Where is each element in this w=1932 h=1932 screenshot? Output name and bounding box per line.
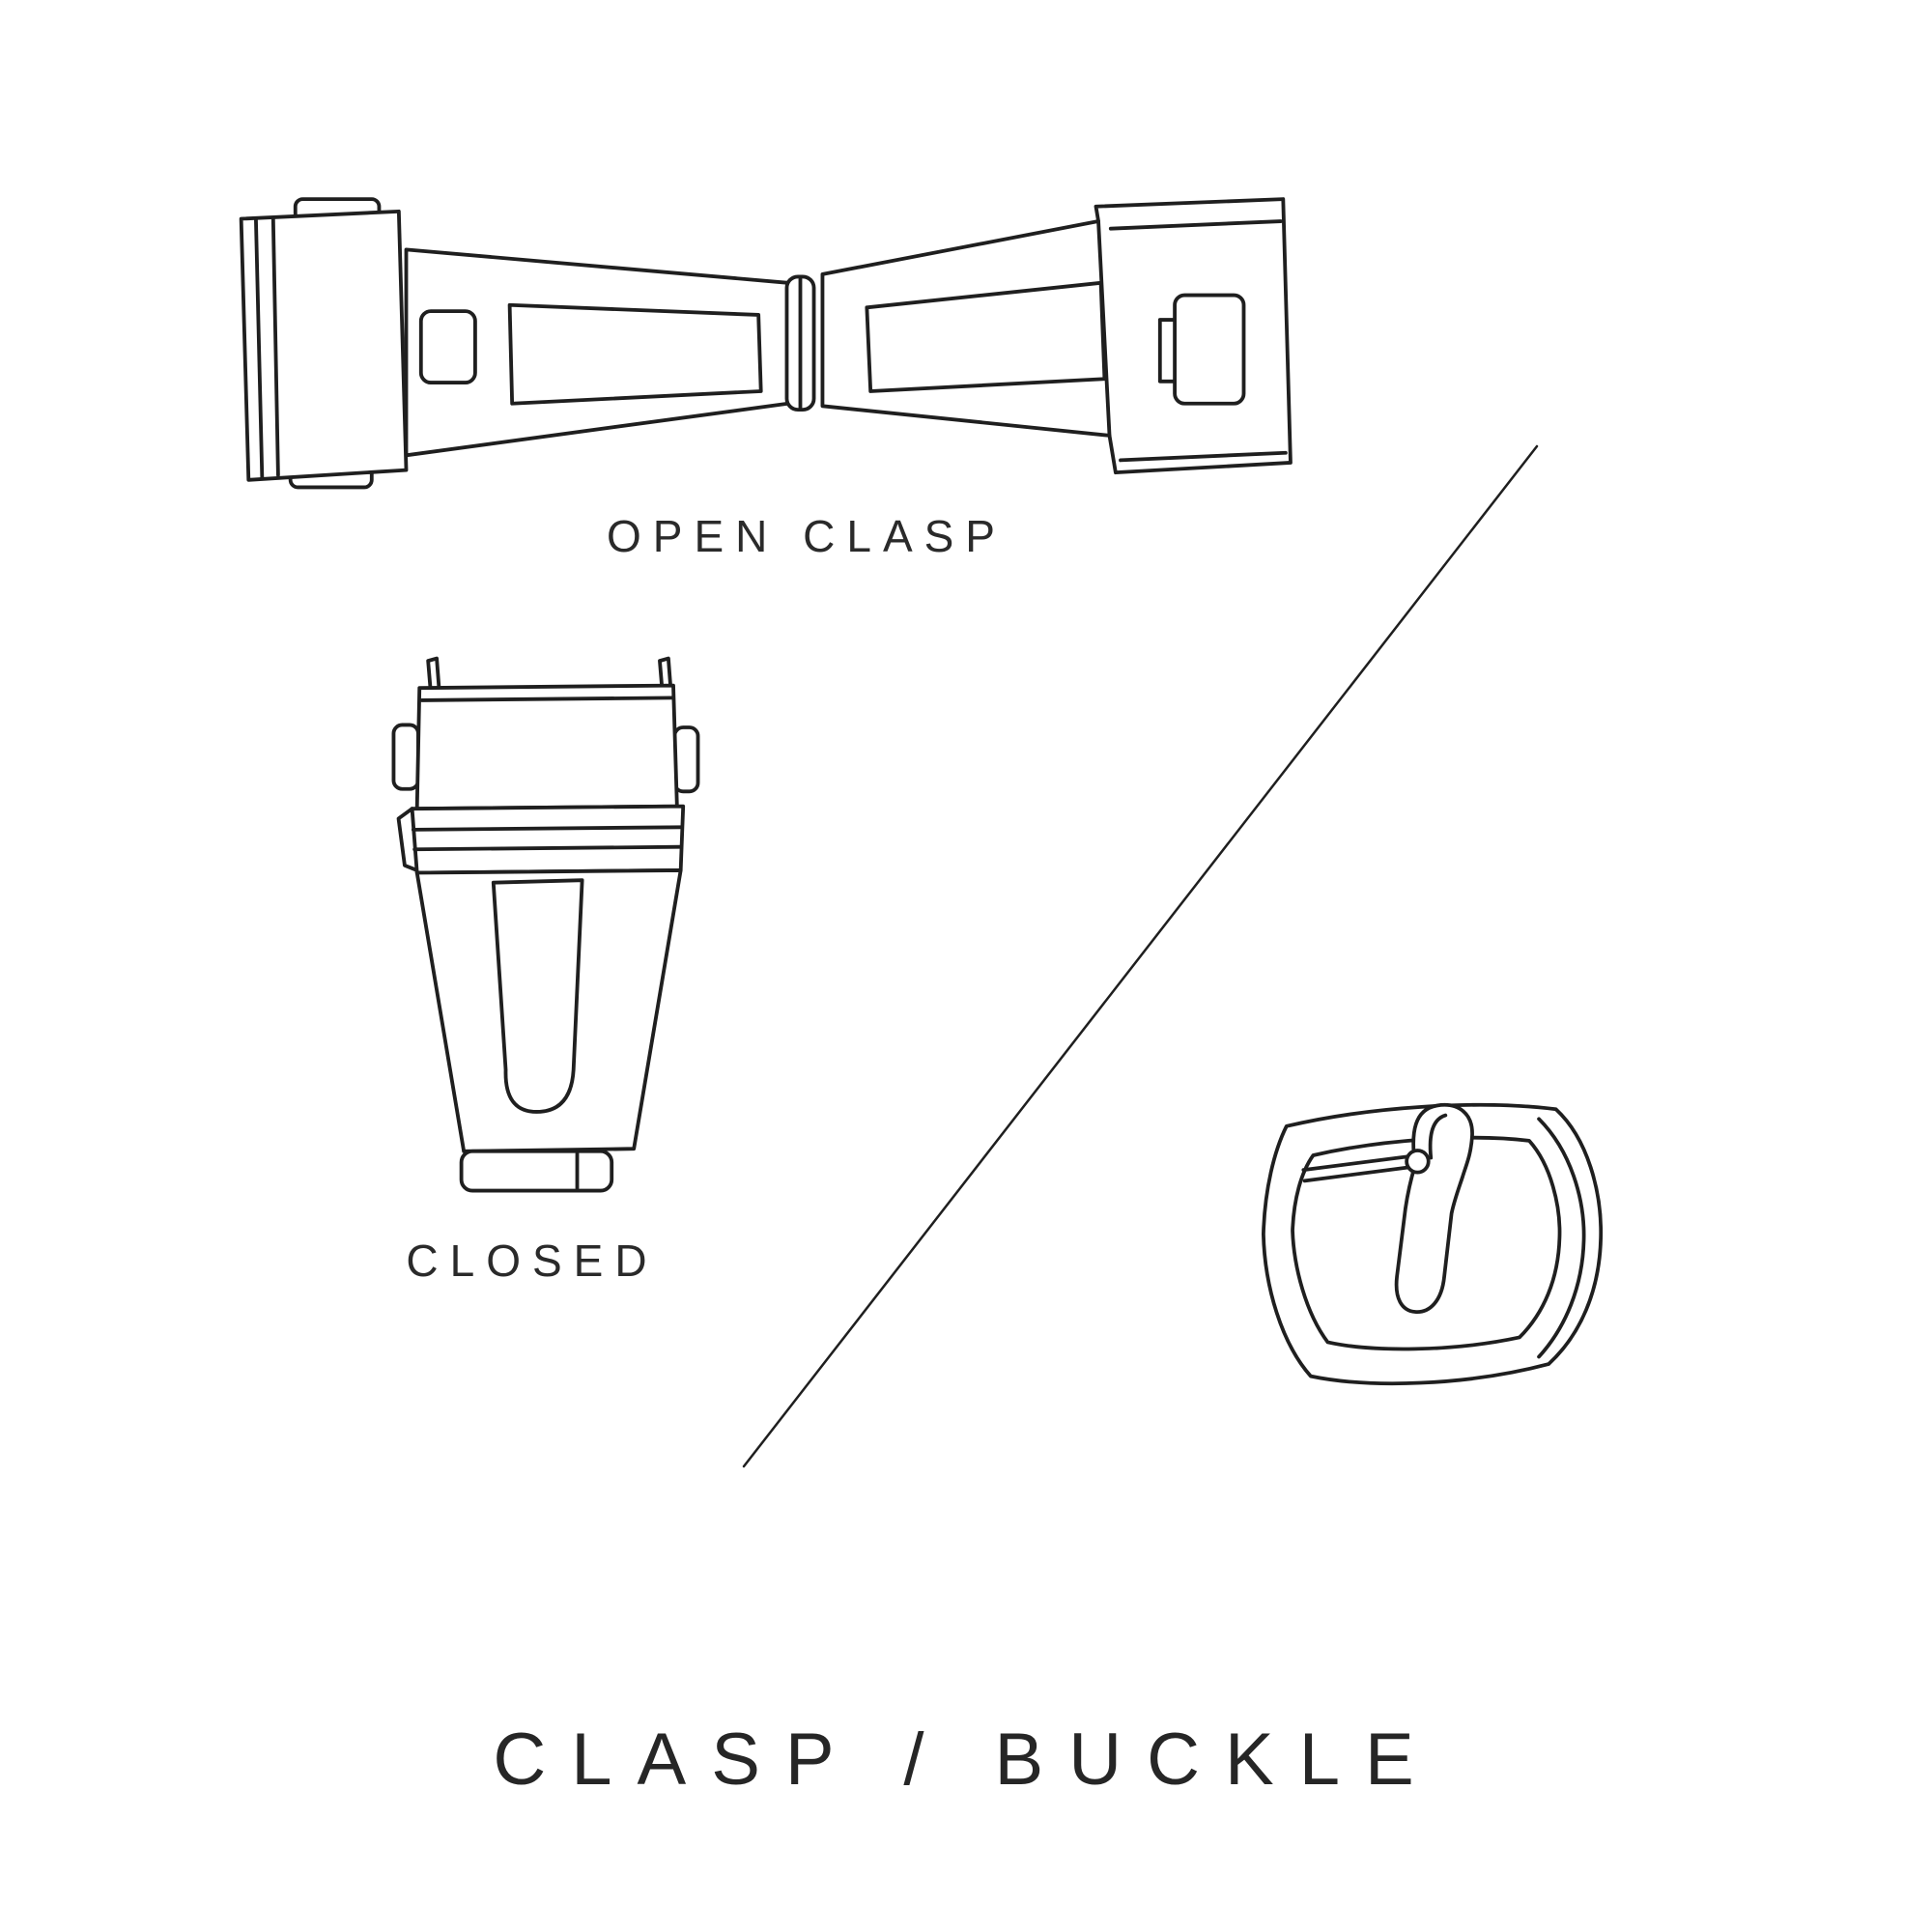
page-title: CLASP / BUCKLE xyxy=(493,1719,1439,1801)
clasp-cover-flap xyxy=(414,683,679,811)
closed-clasp-label: CLOSED xyxy=(406,1236,659,1286)
closed-clasp-illustration xyxy=(391,656,700,1193)
closed-clasp-drawing xyxy=(391,656,700,1193)
open-clasp-drawing xyxy=(239,197,1293,490)
clasp-end-link xyxy=(239,209,409,482)
tang-buckle-illustration xyxy=(1262,1102,1604,1386)
clasp-end-bar xyxy=(459,1149,614,1193)
open-clasp-illustration xyxy=(239,197,1293,490)
open-clasp-label: OPEN CLASP xyxy=(607,511,1007,561)
buckle-ring xyxy=(1405,1149,1431,1175)
clasp-ear-left xyxy=(391,723,420,791)
clasp-body xyxy=(414,868,683,1153)
tang-buckle-drawing xyxy=(1262,1102,1604,1386)
